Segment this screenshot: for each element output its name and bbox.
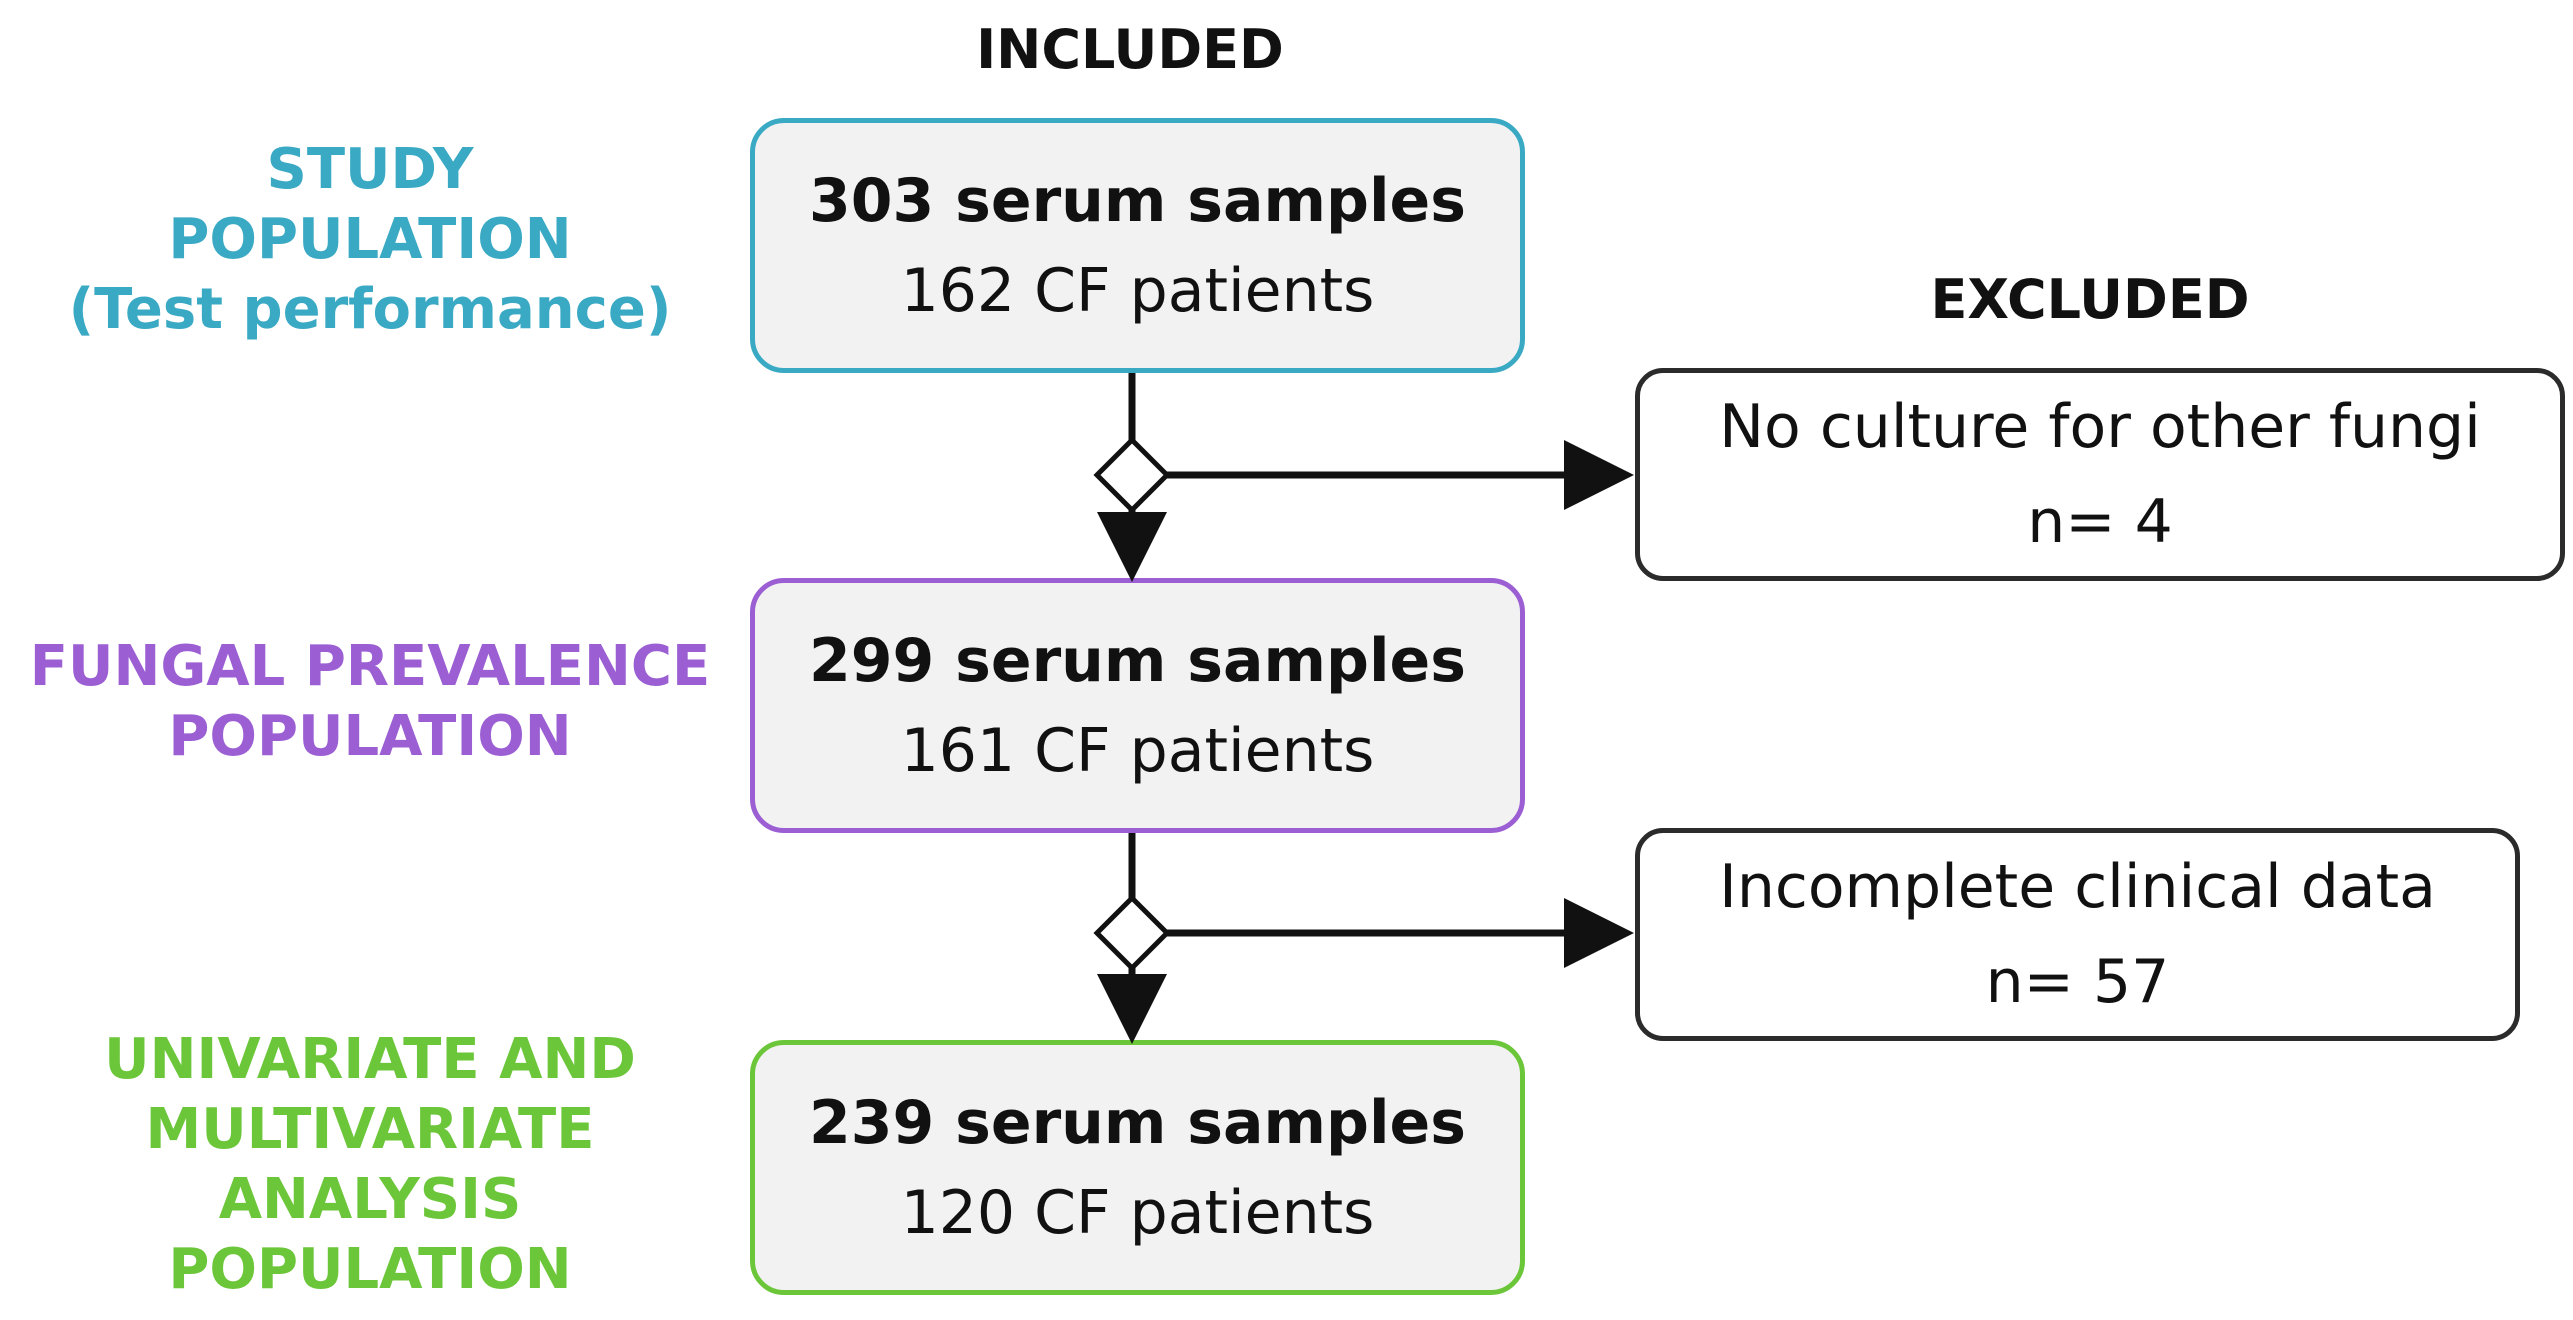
stage-label-univariate: UNIVARIATE AND MULTIVARIATE ANALYSIS POP…	[10, 1025, 730, 1305]
excluded-header: EXCLUDED	[1930, 268, 2250, 331]
stage-label-line: FUNGAL PREVALENCE	[29, 634, 711, 699]
patient-count: 120 CF patients	[900, 1177, 1375, 1248]
exclusion-box-no-culture: No culture for other fungi n= 4	[1635, 368, 2565, 581]
stage-label-line: (Test performance)	[68, 277, 672, 342]
exclusion-box-incomplete-data: Incomplete clinical data n= 57	[1635, 828, 2520, 1041]
sample-count: 303 serum samples	[809, 165, 1466, 236]
included-header: INCLUDED	[976, 18, 1284, 81]
fungal-prevalence-box: 299 serum samples 161 CF patients	[750, 578, 1525, 833]
sample-count: 239 serum samples	[809, 1087, 1466, 1158]
stage-label-line: MULTIVARIATE	[145, 1097, 595, 1162]
stage-label-line: ANALYSIS	[218, 1167, 522, 1232]
decision-diamond	[1093, 894, 1171, 972]
exclusion-reason: Incomplete clinical data	[1719, 851, 2436, 922]
univariate-analysis-box: 239 serum samples 120 CF patients	[750, 1040, 1525, 1295]
stage-label-line: UNIVARIATE AND	[104, 1027, 636, 1092]
study-population-box: 303 serum samples 162 CF patients	[750, 118, 1525, 373]
stage-label-line: POPULATION	[168, 207, 572, 272]
sample-count: 299 serum samples	[809, 625, 1466, 696]
patient-count: 161 CF patients	[900, 715, 1375, 786]
stage-label-line: STUDY	[266, 137, 474, 202]
stage-label-study: STUDY POPULATION (Test performance)	[10, 135, 730, 345]
decision-diamond	[1093, 436, 1171, 514]
exclusion-reason: No culture for other fungi	[1719, 391, 2481, 462]
stage-label-line: POPULATION	[168, 1237, 572, 1302]
exclusion-count: n= 57	[1985, 946, 2170, 1017]
patient-count: 162 CF patients	[900, 255, 1375, 326]
exclusion-count: n= 4	[2027, 486, 2173, 557]
stage-label-fungal: FUNGAL PREVALENCE POPULATION	[10, 632, 730, 772]
stage-label-line: POPULATION	[168, 704, 572, 769]
